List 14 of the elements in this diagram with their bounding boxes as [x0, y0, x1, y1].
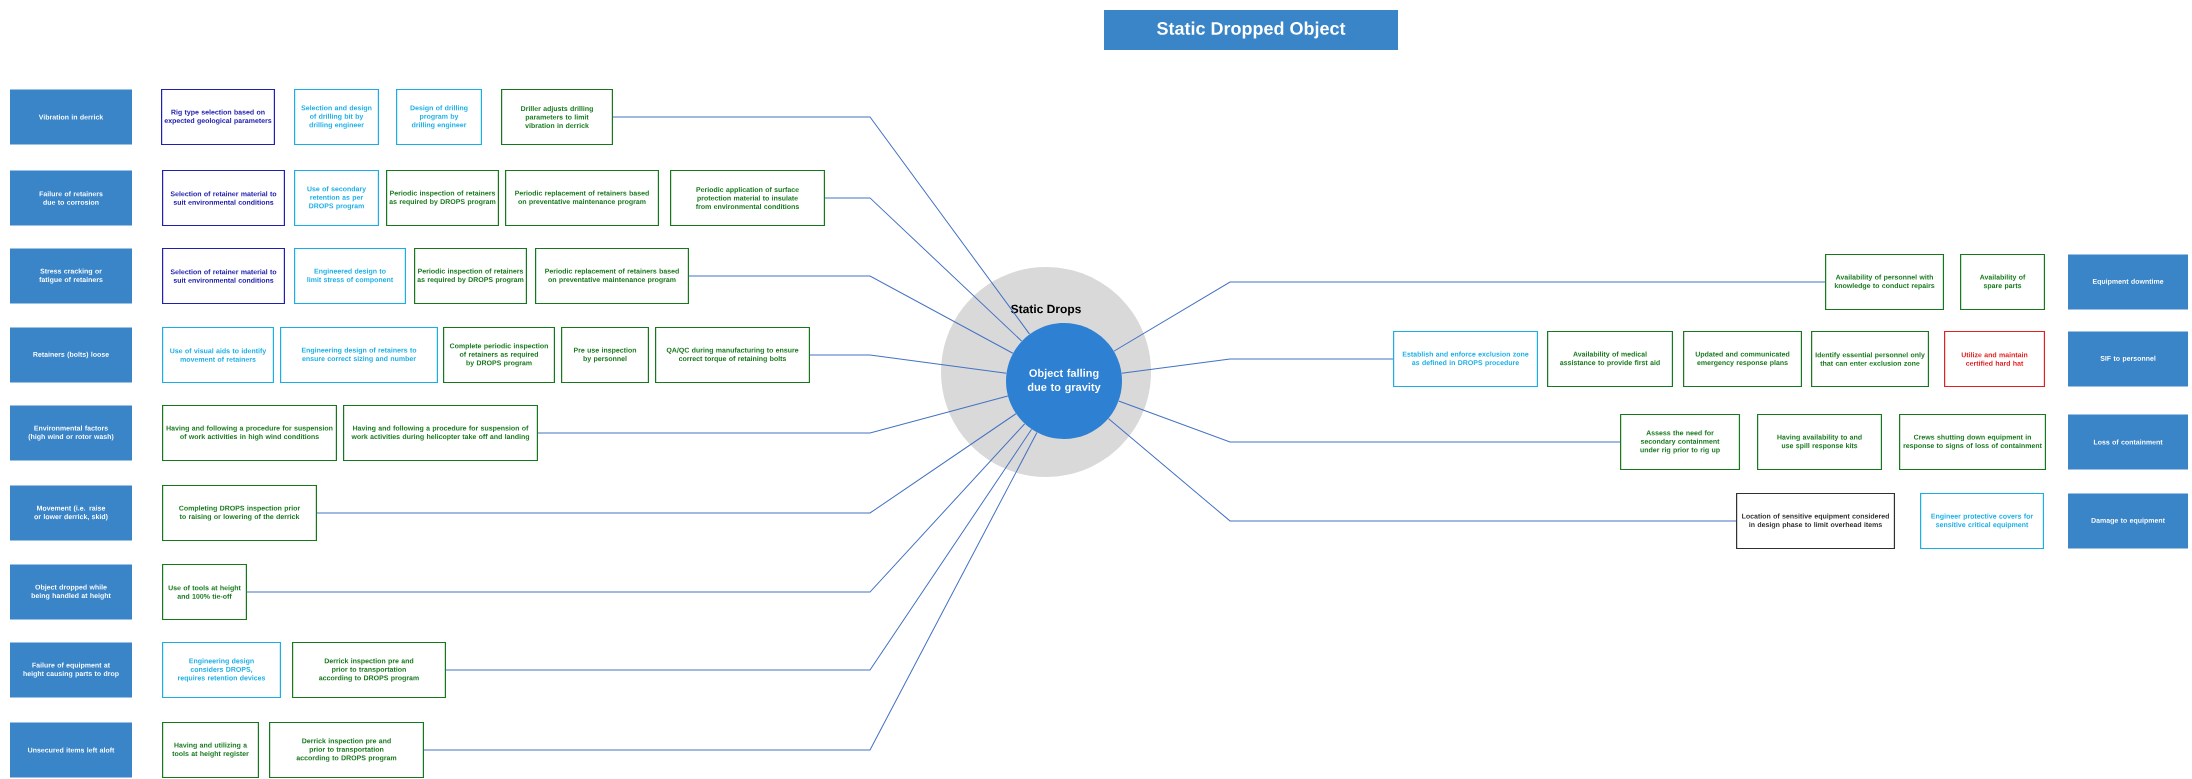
connector-line	[809, 354, 1007, 374]
connector-line	[1121, 358, 1394, 374]
connector-line	[537, 395, 1009, 434]
connector-line	[1108, 418, 1737, 522]
connector-line	[688, 275, 1014, 354]
connector-line	[1118, 400, 1621, 443]
connector-line	[316, 413, 1017, 514]
connector-line	[445, 428, 1033, 671]
connector-line	[423, 432, 1038, 751]
connector-line	[824, 197, 1023, 342]
connector-line	[246, 423, 1026, 593]
title-banner: Static Dropped Object	[1104, 10, 1398, 50]
connector-line	[612, 116, 1031, 335]
connector-line	[1113, 281, 1826, 352]
